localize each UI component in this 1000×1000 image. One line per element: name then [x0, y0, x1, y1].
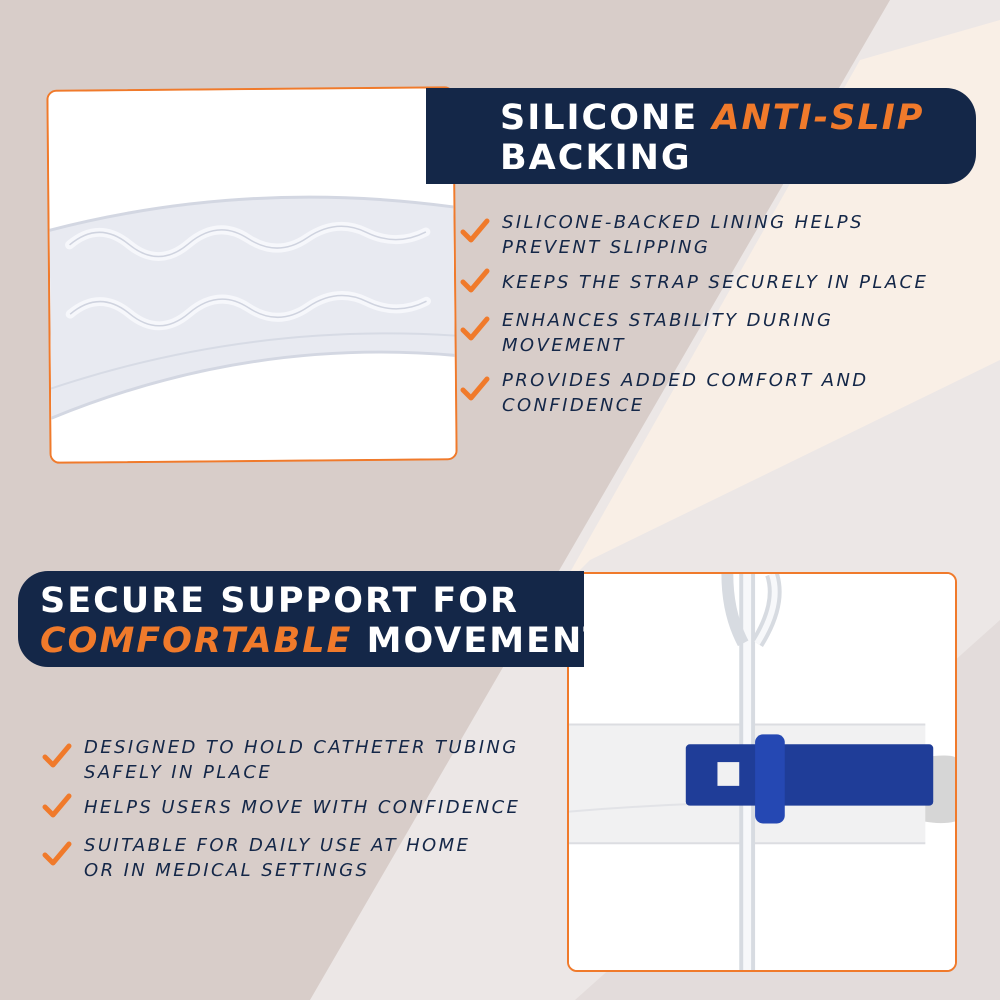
list-item-line2: CONFIDENCE [502, 395, 645, 416]
list-item-line1: SUITABLE FOR DAILY USE AT HOME [84, 835, 471, 856]
silicone-backing-photo [46, 86, 458, 464]
title-top: SILICONE ANTI-SLIP BACKING [500, 98, 924, 178]
list-item-line2: MOVEMENT [502, 335, 626, 356]
list-item: SILICONE-BACKED LINING HELPS PREVENT SLI… [460, 210, 990, 260]
checkmark-icon [42, 743, 72, 769]
list-item: DESIGNED TO HOLD CATHETER TUBING SAFELY … [42, 735, 567, 785]
checkmark-icon [42, 841, 72, 867]
checkmark-icon [460, 218, 490, 244]
title-bottom: SECURE SUPPORT FOR COMFORTABLE MOVEMENT [40, 581, 609, 661]
list-item-line2: SAFELY IN PLACE [84, 762, 273, 783]
list-item-line2: PREVENT SLIPPING [502, 237, 711, 258]
checkmark-icon [460, 316, 490, 342]
title-banner-bottom: SECURE SUPPORT FOR COMFORTABLE MOVEMENT [18, 571, 607, 667]
title-banner-top: SILICONE ANTI-SLIP BACKING [426, 88, 976, 184]
list-item: SUITABLE FOR DAILY USE AT HOME OR IN MED… [42, 833, 567, 883]
title-top-line1-accent: ANTI-SLIP [712, 98, 925, 138]
list-item-line1: KEEPS THE STRAP SECURELY IN PLACE [502, 272, 929, 293]
checkmark-icon [42, 793, 72, 819]
list-item-line1: SILICONE-BACKED LINING HELPS [502, 212, 864, 233]
title-top-line1-plain: SILICONE [500, 98, 713, 138]
list-item-line1: HELPS USERS MOVE WITH CONFIDENCE [84, 797, 521, 818]
list-item: HELPS USERS MOVE WITH CONFIDENCE [42, 793, 567, 820]
list-item-line1: DESIGNED TO HOLD CATHETER TUBING [84, 737, 519, 758]
title-bottom-line2-plain: MOVEMENT [352, 621, 610, 661]
feature-list-top: SILICONE-BACKED LINING HELPS PREVENT SLI… [460, 210, 990, 418]
list-item-line2: OR IN MEDICAL SETTINGS [84, 860, 370, 881]
checkmark-icon [460, 376, 490, 402]
list-item-line1: ENHANCES STABILITY DURING [502, 310, 834, 331]
list-item-line1: PROVIDES ADDED COMFORT AND [502, 370, 869, 391]
title-top-line2: BACKING [500, 138, 692, 178]
catheter-strap-photo [567, 572, 957, 972]
title-bottom-line1: SECURE SUPPORT FOR [40, 581, 520, 621]
feature-list-bottom: DESIGNED TO HOLD CATHETER TUBING SAFELY … [42, 735, 567, 883]
list-item: PROVIDES ADDED COMFORT AND CONFIDENCE [460, 368, 990, 418]
list-item: KEEPS THE STRAP SECURELY IN PLACE [460, 268, 990, 295]
list-item: ENHANCES STABILITY DURING MOVEMENT [460, 308, 990, 358]
title-bottom-line2-accent: COMFORTABLE [40, 621, 353, 661]
checkmark-icon [460, 268, 490, 294]
